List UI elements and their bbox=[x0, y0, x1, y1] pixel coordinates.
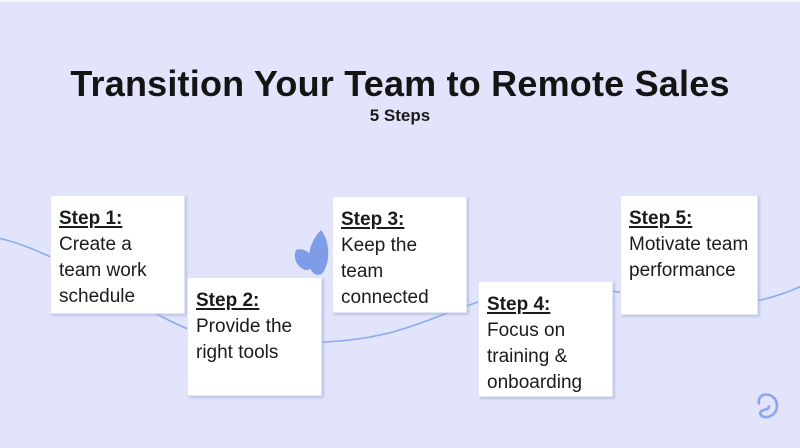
step-label: Step 3: bbox=[341, 209, 405, 230]
step-description: Keep the team connected bbox=[341, 235, 429, 308]
step-card-2: Step 2: Provide the right tools bbox=[187, 277, 322, 396]
step-description: Motivate team performance bbox=[629, 234, 749, 281]
brand-logo-icon bbox=[757, 393, 779, 419]
slide-title: Transition Your Team to Remote Sales bbox=[70, 63, 730, 104]
step-label: Step 4: bbox=[487, 294, 551, 315]
leaf-icon bbox=[294, 230, 329, 275]
top-edge-highlight bbox=[0, 0, 800, 2]
step-label: Step 1: bbox=[59, 208, 123, 229]
step-card-5: Step 5: Motivate team performance bbox=[620, 195, 758, 315]
step-label: Step 5: bbox=[629, 208, 693, 229]
step-label: Step 2: bbox=[196, 290, 260, 311]
step-card-3: Step 3: Keep the team connected bbox=[332, 196, 467, 313]
step-description: Create a team work schedule bbox=[59, 234, 147, 307]
step-card-4: Step 4: Focus on training & onboarding bbox=[478, 281, 613, 397]
step-description: Provide the right tools bbox=[196, 316, 293, 363]
step-description: Focus on training & onboarding bbox=[487, 320, 583, 393]
slide-subtitle: 5 Steps bbox=[369, 106, 431, 125]
step-card-1: Step 1: Create a team work schedule bbox=[50, 195, 185, 314]
